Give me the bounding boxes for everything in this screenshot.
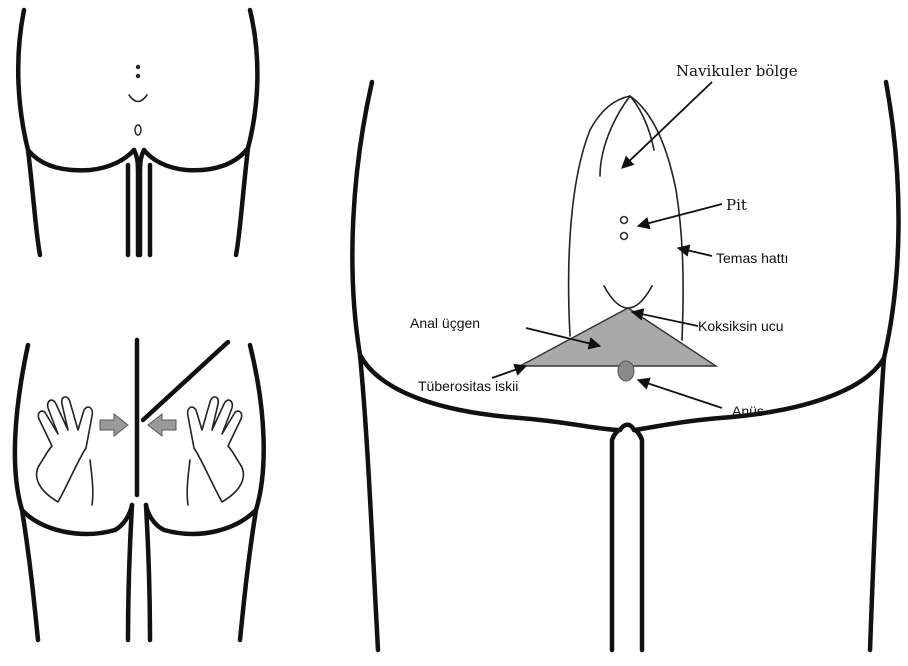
pointer-anus bbox=[638, 380, 722, 408]
panel-top-left bbox=[18, 10, 257, 255]
right-hip-outline-2 bbox=[146, 345, 264, 640]
label-pit: Pit bbox=[726, 196, 747, 214]
left-hip-outline bbox=[18, 10, 134, 255]
panel-bottom-left bbox=[15, 340, 264, 640]
pit-dot-upper-main bbox=[621, 217, 628, 224]
anus-shape bbox=[618, 361, 634, 381]
pointer-contact-line bbox=[678, 248, 712, 256]
label-coccyx-tip: Koksiksin ucu bbox=[698, 318, 784, 334]
label-ischial-tuberosity: Tüberositas iskii bbox=[418, 378, 518, 394]
cleft-outline bbox=[134, 150, 144, 255]
label-contact-line: Temas hattı bbox=[716, 250, 788, 266]
anus-small bbox=[135, 125, 141, 135]
left-hip-outline-2 bbox=[15, 345, 132, 640]
gluteal-cleft-main bbox=[612, 425, 642, 650]
pit-dot-lower bbox=[136, 74, 140, 78]
label-navicular: Navikuler bölge bbox=[676, 62, 798, 80]
anal-triangle bbox=[520, 308, 716, 366]
pit-dot-lower-main bbox=[621, 233, 628, 240]
right-hip-outline bbox=[144, 10, 257, 255]
pointer-ischial bbox=[492, 366, 526, 378]
push-arrow-left bbox=[100, 414, 128, 436]
panel-main: Navikuler bölge Pit Temas hattı Anal üçg… bbox=[352, 62, 898, 650]
right-hand-icon bbox=[187, 397, 243, 505]
label-anus: Anüs bbox=[732, 403, 764, 419]
pit-dot-upper bbox=[136, 65, 140, 69]
coccyx-curve bbox=[604, 286, 652, 308]
left-hand-icon bbox=[37, 397, 93, 505]
push-arrow-right bbox=[148, 414, 176, 436]
coccyx-curve-small bbox=[129, 95, 147, 102]
cleft-2 bbox=[128, 505, 150, 640]
label-anal-triangle: Anal üçgen bbox=[410, 315, 480, 331]
